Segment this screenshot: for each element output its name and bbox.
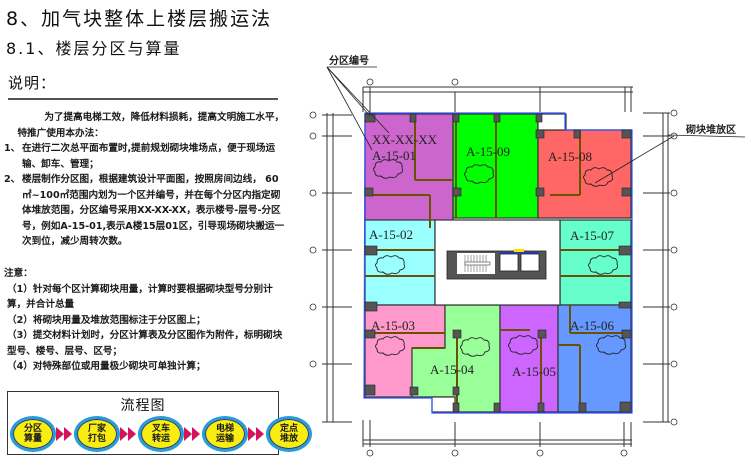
floor-zoning-plan: XX-XX-XX A-15-01 A-15-09 A-15-08 A-15-02… [309, 54, 746, 457]
zone-a-15-08 [537, 129, 632, 219]
flow-step-factory-pack: 厂家打包 [74, 416, 120, 452]
structural-columns [364, 113, 632, 413]
list-item: 2、 楼层制作分区图，根据建筑设计平面图，按照房间边线， 60㎡~100㎡范围内… [4, 172, 286, 250]
section-title: 8.1、楼层分区与算量 [6, 39, 182, 58]
zone-a-15-05 [499, 304, 559, 413]
item-text: 在进行二次总平面布置时,提前规划砌块堆场点，便于现场运输、卸车、管理； [22, 143, 276, 170]
item-number: 2、 [4, 174, 21, 185]
arrow-right-icon [256, 427, 264, 441]
page-title: 8、加气块整体上楼层搬运法 [6, 8, 273, 30]
flow-step-stack: 定点堆放 [266, 416, 312, 452]
zone-label-05: A-15-05 [512, 364, 556, 379]
zone-labels: XX-XX-XX A-15-01 A-15-09 A-15-08 A-15-02… [369, 132, 615, 379]
notes-divider [8, 98, 278, 100]
notes-heading: 说明： [8, 74, 57, 92]
zone-a-15-01 [364, 113, 454, 229]
stack-area-clouds [373, 159, 626, 357]
zone-label-03: A-15-03 [371, 318, 415, 333]
description-block: 为了提高电梯工效，降低材料损耗，提高文明施工水平，特推广使用本办法： 1、 在进… [4, 110, 286, 250]
flowchart-box: 流程图 分区算量 厂家打包 叉车转运 电梯运输 定点堆放 [7, 391, 312, 455]
arrow-right-icon [56, 427, 64, 441]
attention-item: （3）提交材料计划时，分区计算表及分区图作为附件，标明砌块型号、楼号、层号、区号… [7, 330, 283, 357]
flow-step-zone-calc: 分区算量 [10, 416, 56, 452]
flow-step-forklift: 叉车转运 [138, 416, 184, 452]
zone-format-label: XX-XX-XX [372, 132, 438, 147]
zone-label-01: A-15-01 [372, 148, 416, 163]
core-stair-elevator [446, 249, 547, 280]
zone-label-06: A-15-06 [570, 318, 615, 333]
zone-label-07: A-15-07 [570, 228, 615, 243]
item-number: 1、 [4, 143, 21, 154]
zone-label-02: A-15-02 [369, 227, 413, 242]
grid-axes [322, 86, 670, 447]
zone-label-09: A-15-09 [466, 144, 510, 159]
zone-number-callout: 分区编号 [329, 54, 369, 67]
flowchart-steps: 分区算量 厂家打包 叉车转运 电梯运输 定点堆放 [10, 416, 312, 452]
attention-item: （4）对特殊部位或用量极少砌块可单独计算； [7, 361, 206, 372]
attention-block: 注意： （1）针对每个区计算砌块用量，计算时要根据砌块型号分别计算，并合计总量 … [4, 266, 286, 375]
arrow-right-icon [64, 427, 72, 441]
zone-label-08: A-15-08 [548, 149, 592, 164]
intro-paragraph: 为了提高电梯工效，降低材料损耗，提高文明施工水平，特推广使用本办法： [17, 112, 285, 139]
zone-a-15-07 [559, 219, 632, 306]
list-item: 1、 在进行二次总平面布置时,提前规划砌块堆场点，便于现场运输、卸车、管理； [4, 141, 286, 172]
flow-step-elevator: 电梯运输 [202, 416, 248, 452]
zone-label-04: A-15-04 [430, 362, 475, 377]
arrow-right-icon [192, 427, 200, 441]
stack-area-callout: 砌块堆放区 [685, 123, 736, 136]
attention-heading: 注意： [4, 268, 33, 279]
arrow-right-icon [128, 427, 136, 441]
item-text: 楼层制作分区图，根据建筑设计平面图，按照房间边线， 60㎡~100㎡范围内划为一… [22, 174, 285, 247]
attention-item: （2）将砌块用量及堆放范围标注于分区图上； [7, 314, 206, 326]
arrow-right-icon [248, 427, 256, 441]
flowchart-title: 流程图 [120, 398, 166, 414]
attention-item: （1）针对每个区计算砌块用量，计算时要根据砌块型号分别计算，并合计总量 [7, 283, 273, 311]
arrow-right-icon [184, 427, 192, 441]
arrow-right-icon [120, 427, 128, 441]
